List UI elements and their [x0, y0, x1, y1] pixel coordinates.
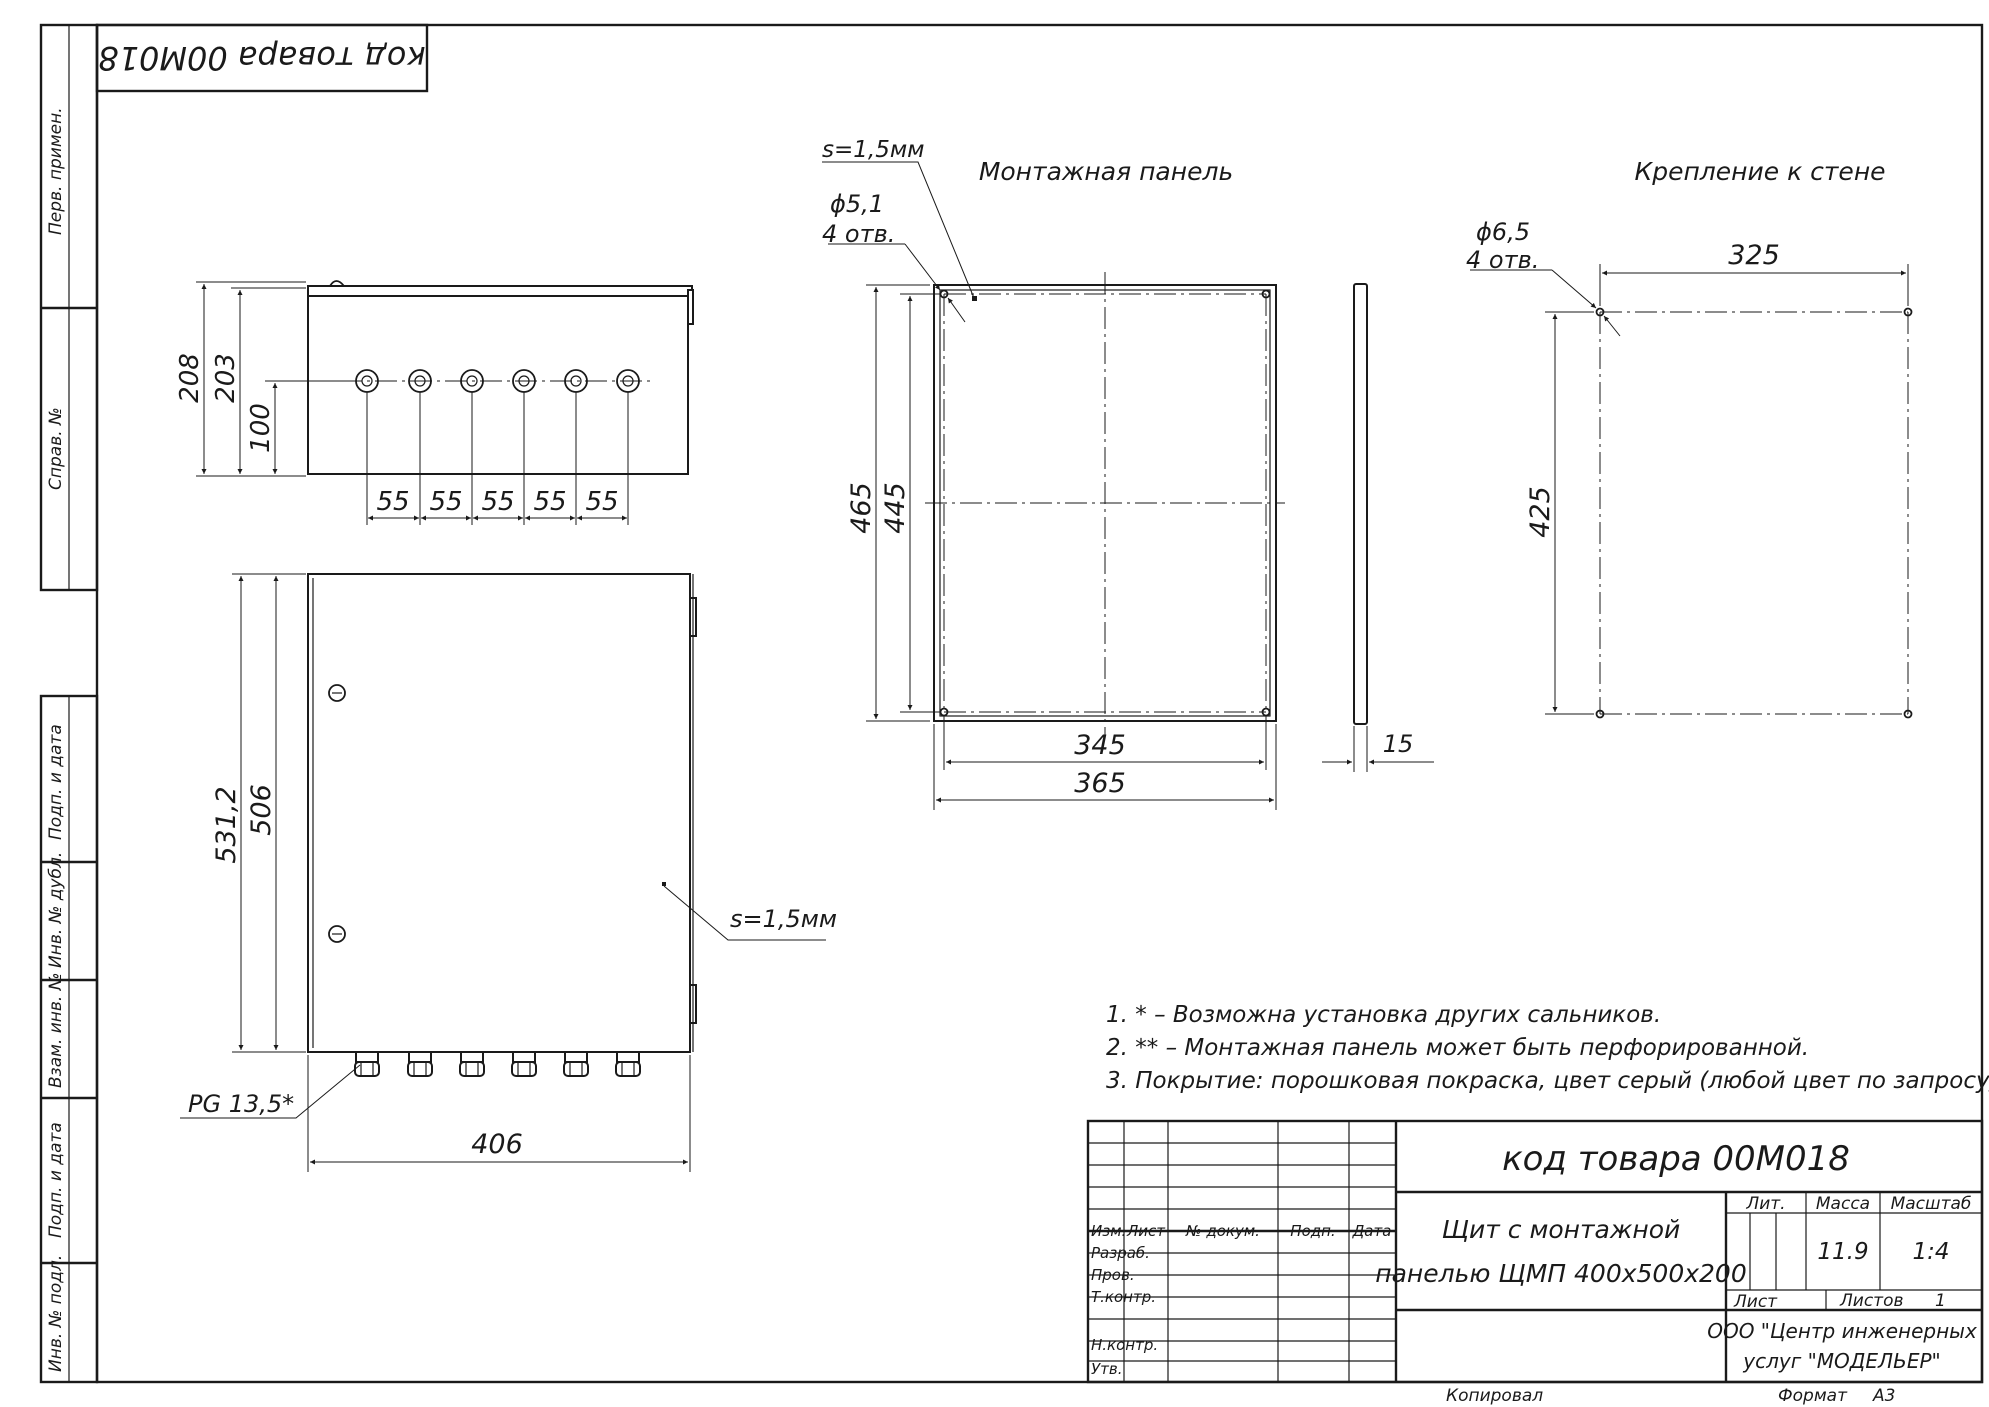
- title-name-line1: Щит с монтажной: [1442, 1215, 1681, 1244]
- mounting-panel-view: Монтажная панель 15 465 445: [822, 137, 1434, 810]
- side-view: 208 203 100 55 55 55 55 55: [175, 280, 694, 525]
- note-1: 1. * – Возможна установка других сальник…: [1106, 1002, 1661, 1028]
- dim-pitch-1: 55: [376, 487, 409, 517]
- label-sheet: Лист: [1733, 1292, 1778, 1312]
- role-utv: Утв.: [1091, 1360, 1123, 1378]
- label-wall-hole: ϕ6,5: [1476, 218, 1530, 246]
- label-sheets: Листов: [1839, 1291, 1904, 1311]
- dim-front-506: 506: [246, 784, 277, 836]
- role-tkontr: Т.контр.: [1091, 1288, 1156, 1306]
- title-name-line2: панелью ЩМП 400х500х200: [1375, 1259, 1747, 1288]
- corner-code-text: код товара 00М018: [98, 39, 425, 77]
- dim-panel-445: 445: [880, 482, 911, 534]
- value-sheets: 1: [1935, 1291, 1946, 1311]
- dim-pitch-5: 55: [585, 487, 618, 517]
- role-razrab: Разраб.: [1091, 1244, 1150, 1262]
- org-line2: услуг "МОДЕЛЬЕР": [1742, 1349, 1940, 1373]
- stamp-sprav-no: Справ. №: [46, 407, 66, 490]
- role-nkontr: Н.контр.: [1091, 1336, 1158, 1354]
- dim-panel-465: 465: [846, 482, 877, 534]
- dim-side-100: 100: [246, 403, 276, 453]
- header-doc: № докум.: [1185, 1222, 1260, 1240]
- dim-side-208: 208: [175, 353, 205, 403]
- label-panel-hole: ϕ5,1: [830, 190, 884, 218]
- title-block: Изм. Лист № докум. Подп. Дата Разраб. Пр…: [1086, 1119, 1984, 1384]
- dim-wall-425: 425: [1525, 486, 1556, 538]
- label-panel-thickness: s=1,5мм: [822, 137, 925, 163]
- title-wall-mount: Крепление к стене: [1634, 157, 1885, 186]
- dim-panel-15: 15: [1383, 730, 1414, 758]
- dim-wall-325: 325: [1728, 240, 1780, 271]
- dim-front-406: 406: [471, 1129, 523, 1160]
- notes-block: 1. * – Возможна установка других сальник…: [1106, 1002, 1989, 1094]
- stamp-perv-primen: Перв. примен.: [46, 107, 66, 235]
- label-mass: Масса: [1816, 1194, 1870, 1214]
- stamp-vzam-inv: Взам. инв. №: [46, 973, 66, 1088]
- header-list: Лист: [1126, 1222, 1166, 1240]
- label-wall-hole-count: 4 отв.: [1466, 246, 1539, 274]
- dim-front-531: 531,2: [211, 786, 242, 863]
- footer-format: A3: [1872, 1386, 1895, 1406]
- stamp-podp-data-1: Подп. и дата: [46, 724, 66, 840]
- header-data: Дата: [1352, 1222, 1392, 1240]
- label-lit: Лит.: [1745, 1194, 1785, 1214]
- label-panel-hole-count: 4 отв.: [822, 220, 895, 248]
- stamp-inv-podl: Инв. № подл.: [46, 1255, 66, 1372]
- value-scale: 1:4: [1912, 1239, 1949, 1265]
- stamp-podp-data-2: Подп. и дата: [46, 1122, 66, 1238]
- footer-copied: Копировал: [1446, 1386, 1543, 1406]
- door-lock-top: [328, 684, 346, 702]
- org-line1: ООО "Центр инженерных: [1707, 1319, 1977, 1343]
- dim-pitch-4: 55: [533, 487, 566, 517]
- note-3: 3. Покрытие: порошковая покраска, цвет с…: [1106, 1068, 1989, 1094]
- side-stamp-column: Перв. примен. Справ. № Подп. и дата Инв.…: [39, 23, 99, 1384]
- dim-side-203: 203: [211, 353, 241, 403]
- label-scale: Масштаб: [1891, 1194, 1972, 1214]
- note-2: 2. ** – Монтажная панель может быть перф…: [1106, 1035, 1809, 1061]
- dim-pitch-3: 55: [481, 487, 514, 517]
- label-door-thickness: s=1,5мм: [730, 905, 837, 933]
- dim-pitch-2: 55: [429, 487, 462, 517]
- corner-code-box: код товара 00М018: [95, 23, 429, 93]
- front-view: 531,2 506 406 s=1,5мм PG 13,5*: [180, 573, 837, 1172]
- role-prov: Пров.: [1091, 1266, 1135, 1284]
- header-izm: Изм.: [1091, 1222, 1126, 1240]
- dim-panel-345: 345: [1074, 730, 1126, 761]
- title-code: код товара 00М018: [1502, 1139, 1850, 1179]
- header-podp: Подп.: [1290, 1222, 1335, 1240]
- door-lock-bottom: [328, 925, 346, 943]
- wall-mount-view: Крепление к стене 325 425 ϕ6,5 4 отв.: [1466, 157, 1913, 719]
- footer-format-label: Формат: [1778, 1386, 1848, 1406]
- title-mounting-panel: Монтажная панель: [979, 157, 1233, 186]
- label-gland-type: PG 13,5*: [188, 1090, 294, 1118]
- cable-glands-front: [354, 1051, 641, 1077]
- dim-panel-365: 365: [1074, 768, 1126, 799]
- gland-pitch-dims: 55 55 55 55 55: [366, 392, 629, 525]
- stamp-inv-dubl: Инв. № дубл.: [46, 852, 66, 968]
- value-mass: 11.9: [1817, 1239, 1868, 1265]
